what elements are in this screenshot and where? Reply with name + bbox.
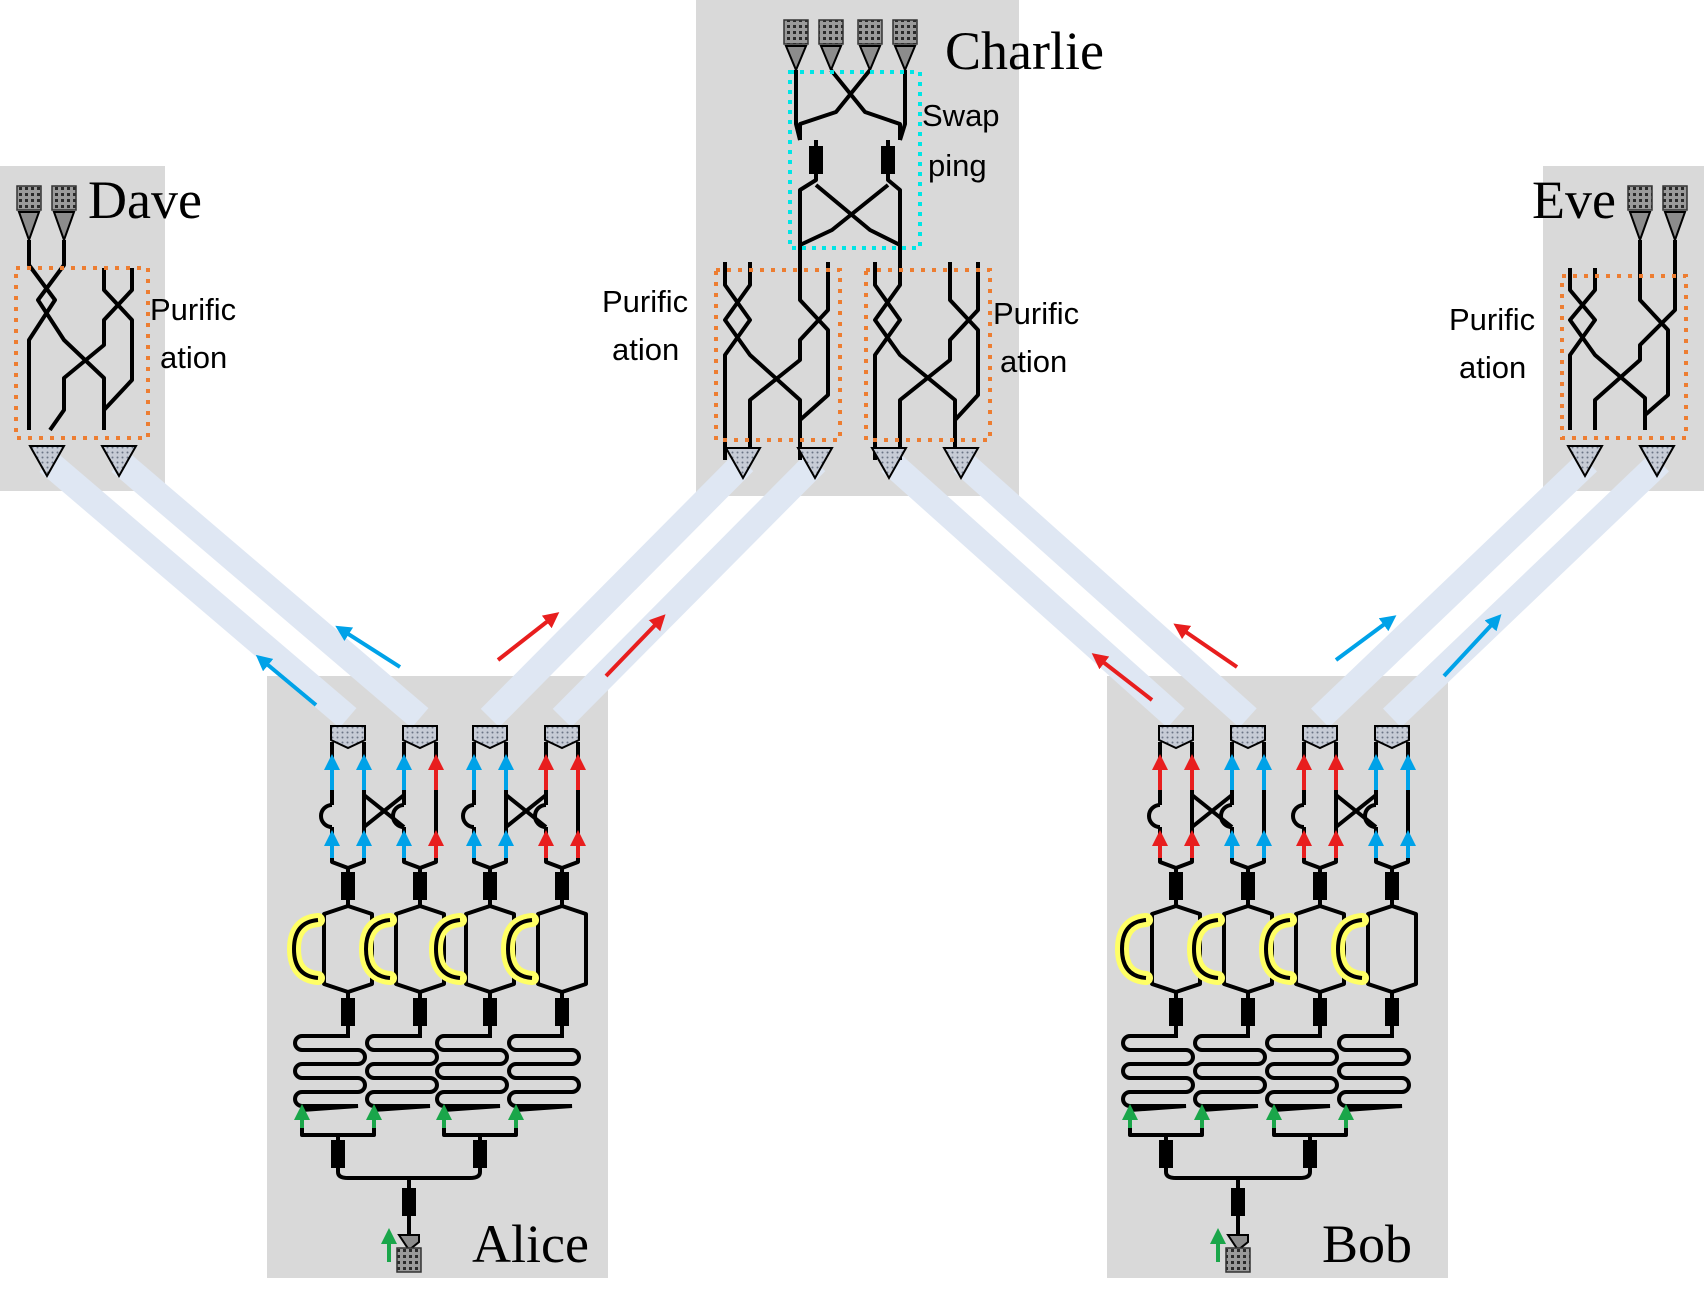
phase-shifter-icon [1231,1188,1245,1216]
phase-shifter-icon [341,872,355,900]
grating-coupler-icon [330,725,366,750]
grating-coupler-icon [51,185,77,211]
grating-coupler-icon [1226,1234,1249,1252]
ring-resonator-icon [319,803,333,829]
optical-links [39,452,1669,728]
arrow-blue [255,654,318,707]
charlie-label: Charlie [945,21,1104,81]
phase-shifter-icon [1385,998,1399,1026]
swapping-label-2: ping [928,148,987,183]
bob-label: Bob [1322,1214,1412,1274]
arrow-red [1091,653,1154,702]
phase-shifter-icon [483,998,497,1026]
ring-resonator-icon [1147,803,1161,829]
grating-coupler-icon [1662,185,1688,211]
grating-coupler-icon [1627,185,1653,211]
phase-shifter-icon [1241,998,1255,1026]
ring-resonator-icon [1291,803,1305,829]
grating-coupler-icon [1158,725,1194,750]
phase-shifter-icon [555,872,569,900]
grating-coupler-icon [397,1234,420,1252]
eve-chip [1560,185,1688,479]
grating-coupler-icon [1302,725,1338,750]
charlie-purification-right-label-2: ation [1000,344,1067,379]
spiral-delay-icon [1121,1026,1195,1112]
dave-purification-label-2: ation [160,340,227,375]
ring-resonator-icon [461,803,475,829]
grating-coupler-icon [1230,725,1266,750]
phase-shifter-icon [413,872,427,900]
phase-shifter-icon [331,1140,345,1168]
alice-chip [286,725,588,1273]
swapping-block [788,70,922,250]
purification-block [14,266,150,440]
eve-purification-label-2: ation [1459,350,1526,385]
phase-shifter-icon [1169,998,1183,1026]
phase-shifter-icon [413,998,427,1026]
link-alice-dave-2 [111,452,429,728]
phase-shifter-icon [402,1188,416,1216]
phase-shifter-icon [483,872,497,900]
dave-purification-label-1: Purific [150,292,236,327]
arrow-red [496,612,560,662]
arrow-red [604,614,666,678]
phase-shifter-icon [473,1140,487,1168]
phase-shifter-icon [1313,998,1327,1026]
link-bob-charlie-1 [881,452,1185,728]
arrow-blue [1334,615,1397,662]
link-bob-charlie-2 [953,452,1257,728]
grating-coupler-icon [818,19,844,45]
phase-shifter-icon [1169,872,1183,900]
spiral-delay-icon [365,1026,439,1112]
dave-chip [14,185,150,479]
spiral-delay-icon [1193,1026,1267,1112]
phase-shifter-icon [1313,872,1327,900]
link-bob-eve-2 [1383,452,1669,728]
grating-coupler-icon [783,19,809,45]
spiral-delay-icon [435,1026,509,1112]
arrow-blue [1442,614,1502,678]
grating-coupler-icon [1374,725,1410,750]
spiral-delay-icon [293,1026,367,1112]
phase-shifter-icon [341,998,355,1026]
grating-coupler-icon [16,185,42,211]
phase-shifter-icon [1303,1140,1317,1168]
purification-block [864,268,992,442]
dave-label: Dave [88,170,202,230]
eve-purification-label-1: Purific [1449,302,1535,337]
link-alice-charlie-1 [480,452,754,728]
phase-shifter-icon [1385,872,1399,900]
phase-shifter-icon [1241,872,1255,900]
charlie-purification-right-label-1: Purific [993,296,1079,331]
eve-label: Eve [1532,170,1616,230]
purification-block [714,268,842,442]
link-bob-eve-1 [1311,452,1597,728]
charlie-purification-left-label-1: Purific [602,284,688,319]
arrow-red [1173,623,1239,669]
phase-shifter-icon [1159,1140,1173,1168]
charlie-purification-left-label-2: ation [612,332,679,367]
grating-coupler-icon [544,725,580,750]
alice-label: Alice [472,1214,589,1274]
grating-coupler-icon [857,19,883,45]
bob-chip [1114,725,1418,1273]
spiral-delay-icon [1265,1026,1339,1112]
grating-coupler-icon [396,1247,422,1273]
charlie-chip [714,19,992,481]
grating-coupler-icon [472,725,508,750]
link-arrows [255,612,1502,707]
phase-shifter-icon [555,998,569,1026]
grating-coupler-icon [402,725,438,750]
swapping-label-1: Swap [922,98,1000,133]
link-alice-dave-1 [39,452,357,728]
arrow-blue [335,625,402,669]
spiral-delay-icon [1337,1026,1411,1112]
spiral-delay-icon [507,1026,581,1112]
link-alice-charlie-2 [552,452,826,728]
grating-coupler-icon [1225,1247,1251,1273]
grating-coupler-icon [892,19,918,45]
